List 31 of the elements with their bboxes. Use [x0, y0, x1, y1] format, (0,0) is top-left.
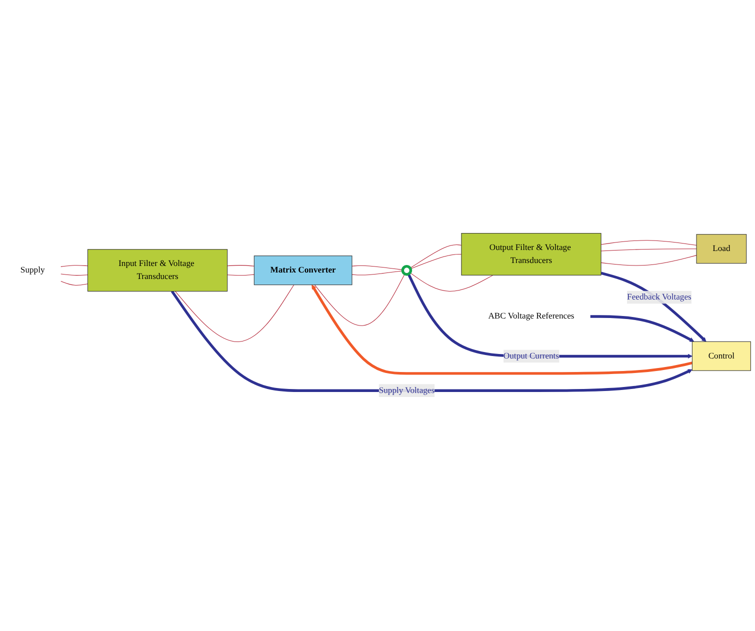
connector [410, 272, 494, 292]
connector [600, 248, 697, 252]
edge-label: Feedback Voltages [627, 292, 692, 302]
connector [60, 281, 88, 286]
connector [60, 274, 88, 276]
connector [227, 274, 254, 276]
edge-label: Supply Voltages [378, 386, 435, 396]
node-box: Control [692, 342, 751, 372]
arrow [600, 272, 706, 342]
node-circle [401, 265, 412, 276]
node-box: Load [696, 234, 747, 264]
connector [175, 284, 294, 342]
arrow [312, 284, 693, 376]
connector [410, 254, 462, 270]
connector [600, 255, 697, 266]
connector [410, 244, 462, 269]
connector [60, 265, 88, 268]
node-text: ABC Voltage References [488, 312, 574, 322]
node-box: Matrix Converter [254, 256, 352, 286]
connector [227, 265, 254, 267]
connector [314, 274, 406, 326]
connector [352, 270, 403, 276]
node-box: Input Filter & Voltage Transducers [87, 249, 228, 292]
connector [352, 266, 403, 270]
connector [600, 240, 697, 246]
arrow [170, 290, 692, 392]
edge-label: Output Currents [503, 352, 560, 361]
node-text: Supply [20, 266, 45, 275]
arrow [590, 316, 694, 342]
arrow [407, 274, 692, 359]
node-box: Output Filter & Voltage Transducers [461, 233, 602, 276]
